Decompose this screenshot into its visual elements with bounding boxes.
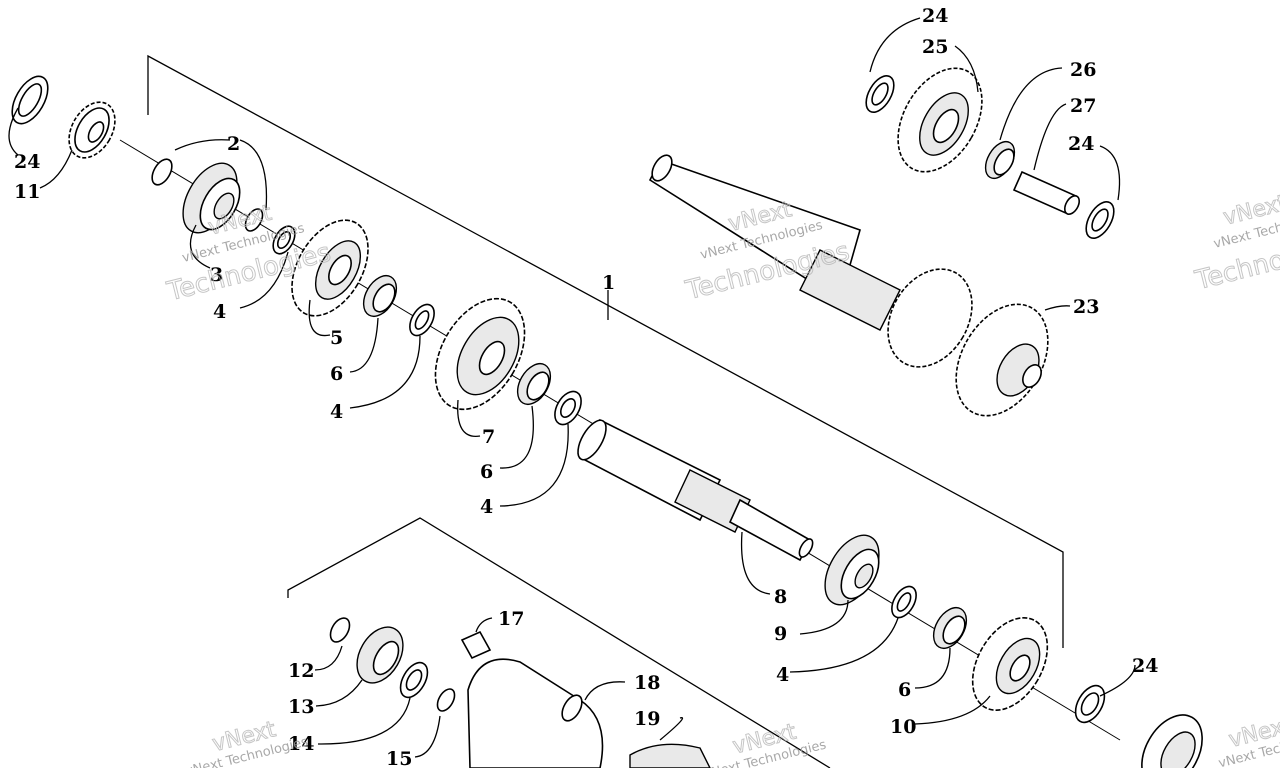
snap-ring-15 [436, 688, 456, 712]
callout-24b: 24 [922, 5, 948, 27]
callout-numbers: 1 2 3 4 4 4 4 5 6 6 6 7 8 9 10 11 12 13 … [14, 5, 1158, 768]
callout-10: 10 [890, 716, 916, 738]
callout-4b: 4 [330, 401, 343, 423]
watermark-bottom-center: vNext vNext Technologies [702, 719, 828, 768]
washer-4b [409, 303, 435, 337]
washer-24-lower [1074, 684, 1106, 724]
bushing-26 [984, 140, 1016, 180]
callout-11: 11 [14, 181, 40, 203]
callout-3: 3 [210, 264, 223, 286]
callout-4d: 4 [776, 664, 789, 686]
snap-ring-2b [244, 208, 264, 232]
callout-15: 15 [386, 748, 412, 768]
callout-24a: 24 [14, 151, 40, 173]
gear-5 [291, 219, 369, 317]
washer-4c [554, 390, 582, 426]
spacer-27 [1012, 170, 1081, 216]
callout-4a: 4 [213, 301, 226, 323]
collar-13 [356, 626, 404, 684]
assembly-bracket-1 [147, 54, 1064, 648]
callout-19: 19 [634, 708, 660, 730]
bearing-6b [516, 363, 552, 405]
callout-6c: 6 [898, 679, 911, 701]
watermark-bottom-left: vNext vNext Technologies [184, 717, 310, 768]
callout-4c: 4 [480, 496, 493, 518]
callout-6a: 6 [330, 363, 343, 385]
callout-14: 14 [288, 733, 314, 755]
assembly-bracket-lower [287, 517, 831, 768]
bearing-6a [362, 275, 398, 317]
callout-8: 8 [774, 586, 787, 608]
leader-lines [8, 17, 1136, 758]
callout-12: 12 [288, 660, 314, 682]
washer-24-top [865, 75, 895, 113]
watermark-bottom-right: vNext vNext Technologies [1217, 713, 1280, 768]
bearing-bottom-right [1141, 714, 1203, 768]
washer-24-right [1085, 201, 1115, 239]
callout-17: 17 [498, 608, 524, 630]
shaft-8 [577, 418, 814, 562]
gear-10 [971, 617, 1049, 711]
countershaft-23 [648, 154, 1049, 417]
washer-24-left [11, 75, 49, 125]
washer-4d [891, 585, 917, 619]
bearing-6c [932, 607, 968, 649]
housing-18 [467, 658, 604, 768]
callout-5: 5 [330, 327, 343, 349]
callout-23: 23 [1073, 296, 1099, 318]
gear-11 [68, 101, 116, 159]
washer-4a [272, 225, 296, 255]
gear-7 [434, 297, 526, 411]
callout-25: 25 [922, 36, 948, 58]
snap-ring-2 [151, 158, 173, 186]
callout-1: 1 [602, 272, 615, 294]
gear-25 [897, 67, 983, 173]
watermark-right: vNext vNext Technologies Technologies [1191, 190, 1280, 297]
shift-collar-3 [182, 162, 241, 234]
callout-18: 18 [634, 672, 660, 694]
callout-26: 26 [1070, 59, 1096, 81]
snap-ring-12 [329, 617, 351, 643]
callout-9: 9 [774, 623, 787, 645]
callout-6b: 6 [480, 461, 493, 483]
pin-17 [460, 630, 492, 660]
callout-7: 7 [482, 426, 495, 448]
callout-24d: 24 [1132, 655, 1158, 677]
callout-13: 13 [288, 696, 314, 718]
part-19 [629, 743, 711, 768]
washer-14 [399, 661, 429, 699]
callout-27: 27 [1070, 95, 1096, 117]
shift-collar-9 [824, 534, 880, 606]
callout-24c: 24 [1068, 133, 1094, 155]
callout-2: 2 [227, 133, 240, 155]
